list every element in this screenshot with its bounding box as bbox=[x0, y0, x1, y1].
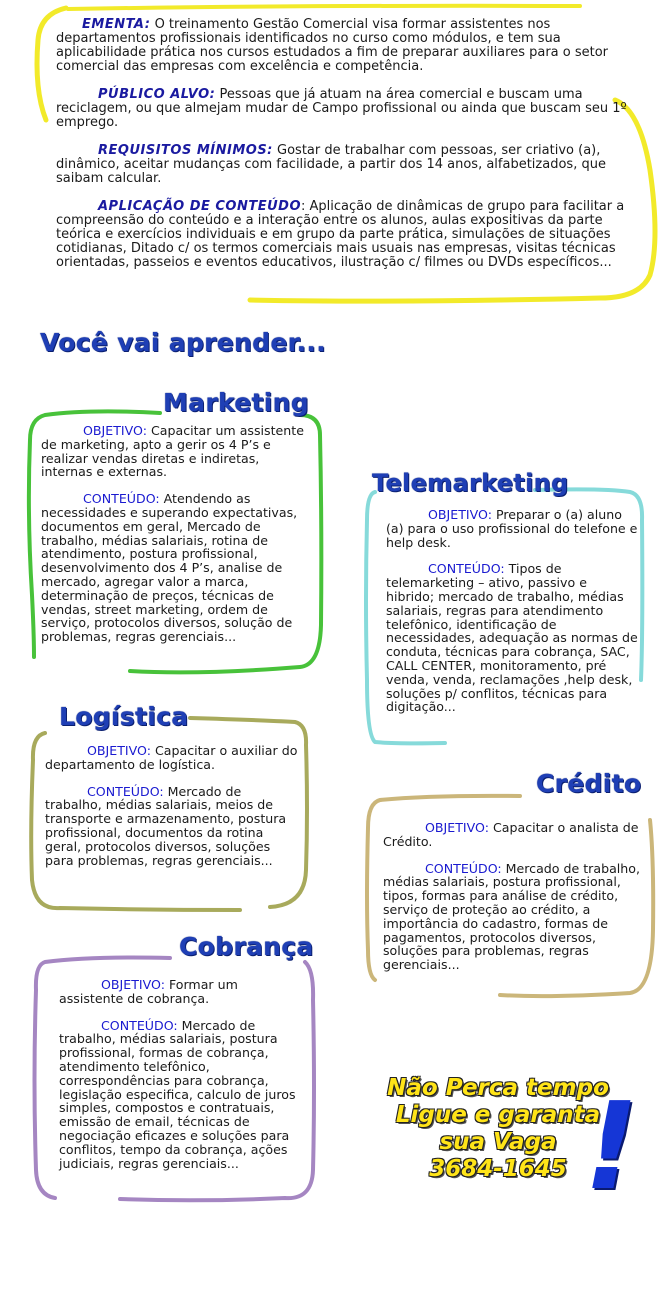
cobranca-content: CONTEÚDO: Mercado de trabalho, médias sa… bbox=[59, 1017, 299, 1171]
cobranca-objective: OBJETIVO: Formar um assistente de cobran… bbox=[59, 978, 299, 1006]
logistica-cont-label: CONTEÚDO: bbox=[87, 783, 164, 799]
telemarketing-objective: OBJETIVO: Preparar o (a) aluno (a) para … bbox=[386, 508, 638, 549]
telemarketing-body: OBJETIVO: Preparar o (a) aluno (a) para … bbox=[386, 508, 638, 714]
cobranca-cont-text: Mercado de trabalho, médias salariais, p… bbox=[59, 1017, 296, 1171]
aplicacao-text: : Aplicação de dinâmicas de grupo para f… bbox=[56, 199, 625, 270]
publico-label: PÚBLICO ALVO: bbox=[98, 87, 216, 102]
telemarketing-obj-text: Preparar o (a) aluno (a) para o uso prof… bbox=[386, 507, 638, 550]
cobranca-obj-text: Formar um assistente de cobrança. bbox=[59, 977, 238, 1006]
aplicacao-paragraph: APLICAÇÃO DE CONTEÚDO: Aplicação de dinâ… bbox=[56, 200, 646, 270]
marketing-body: OBJETIVO: Capacitar um assistente de mar… bbox=[41, 424, 311, 644]
cobranca-obj-label: OBJETIVO: bbox=[101, 977, 165, 992]
cobranca-cont-label: CONTEÚDO: bbox=[101, 1017, 178, 1033]
requisitos-label: REQUISITOS MÍNIMOS: bbox=[98, 143, 273, 158]
publico-text: Pessoas que já atuam na área comercial e… bbox=[56, 87, 627, 130]
cta-line-1: Não Perca tempo bbox=[387, 1075, 609, 1101]
requisitos-text: Gostar de trabalhar com pessoas, ser cri… bbox=[56, 143, 606, 186]
cobranca-body: OBJETIVO: Formar um assistente de cobran… bbox=[59, 978, 299, 1170]
ementa-label: EMENTA: bbox=[82, 17, 151, 32]
logistica-body: OBJETIVO: Capacitar o auxiliar do depart… bbox=[45, 744, 301, 867]
requisitos-paragraph: REQUISITOS MÍNIMOS: Gostar de trabalhar … bbox=[56, 144, 646, 186]
telemarketing-content: CONTEÚDO: Tipos de telemarketing – ativo… bbox=[386, 562, 638, 714]
credito-title: Crédito bbox=[536, 769, 642, 798]
ementa-paragraph: EMENTA: O treinamento Gestão Comercial v… bbox=[56, 18, 646, 74]
section-title: Você vai aprender... bbox=[40, 328, 327, 357]
marketing-content: CONTEÚDO: Atendendo as necessidades e su… bbox=[41, 492, 311, 644]
marketing-cont-label: CONTEÚDO: bbox=[83, 491, 160, 507]
credito-content: CONTEÚDO: Mercado de trabalho, médias sa… bbox=[383, 860, 645, 973]
cta-line-2: Ligue e garanta bbox=[395, 1102, 601, 1128]
cta-block: Não Perca tempo Ligue e garanta sua Vaga… bbox=[378, 1075, 618, 1183]
exclamation-mark: ! bbox=[584, 1078, 639, 1217]
telemarketing-obj-label: OBJETIVO: bbox=[428, 507, 492, 522]
credito-cont-label: CONTEÚDO: bbox=[425, 860, 502, 876]
credito-objective: OBJETIVO: Capacitar o analista de Crédit… bbox=[383, 821, 645, 849]
cta-line-4: 3684-1645 bbox=[429, 1156, 567, 1182]
logistica-content: CONTEÚDO: Mercado de trabalho, médias sa… bbox=[45, 783, 301, 868]
publico-paragraph: PÚBLICO ALVO: Pessoas que já atuam na ár… bbox=[56, 88, 646, 130]
cobranca-title: Cobrança bbox=[179, 932, 314, 961]
cta-line-3: sua Vaga bbox=[439, 1129, 557, 1155]
marketing-obj-label: OBJETIVO: bbox=[83, 423, 147, 438]
intro-block: EMENTA: O treinamento Gestão Comercial v… bbox=[56, 18, 646, 270]
logistica-obj-label: OBJETIVO: bbox=[87, 743, 151, 758]
marketing-cont-text: Atendendo as necessidades e superando ex… bbox=[41, 491, 298, 645]
credito-obj-text: Capacitar o analista de Crédito. bbox=[383, 820, 639, 849]
logistica-title: Logística bbox=[59, 702, 189, 731]
telemarketing-title: Telemarketing bbox=[372, 469, 569, 497]
ementa-text: O treinamento Gestão Comercial visa form… bbox=[56, 17, 609, 74]
credito-body: OBJETIVO: Capacitar o analista de Crédit… bbox=[383, 821, 645, 972]
credito-obj-label: OBJETIVO: bbox=[425, 820, 489, 835]
logistica-objective: OBJETIVO: Capacitar o auxiliar do depart… bbox=[45, 744, 301, 772]
marketing-objective: OBJETIVO: Capacitar um assistente de mar… bbox=[41, 424, 311, 479]
logistica-obj-text: Capacitar o auxiliar do departamento de … bbox=[45, 743, 298, 772]
aplicacao-label: APLICAÇÃO DE CONTEÚDO bbox=[98, 199, 302, 214]
marketing-obj-text: Capacitar um assistente de marketing, ap… bbox=[41, 423, 304, 480]
credito-cont-text: Mercado de trabalho, médias salariais, p… bbox=[383, 860, 640, 973]
marketing-title: Marketing bbox=[163, 388, 309, 417]
telemarketing-cont-label: CONTEÚDO: bbox=[428, 561, 505, 577]
telemarketing-cont-text: Tipos de telemarketing – ativo, passivo … bbox=[386, 561, 638, 715]
logistica-cont-text: Mercado de trabalho, médias salariais, m… bbox=[45, 783, 287, 868]
